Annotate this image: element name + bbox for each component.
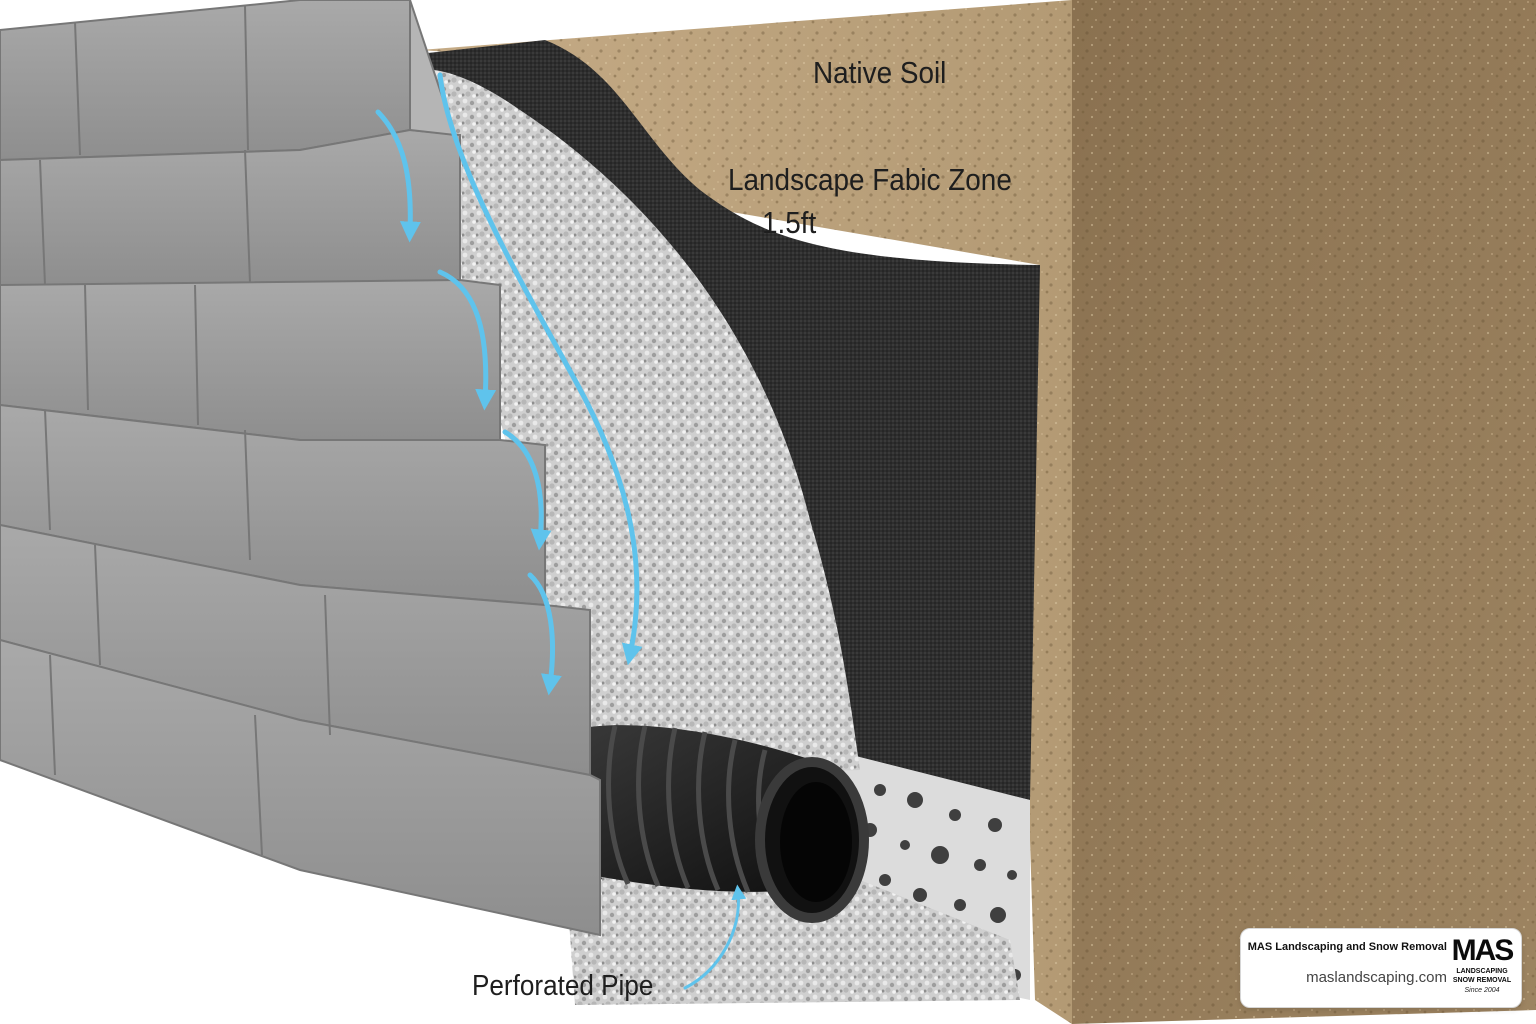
water-flow-arrow-icon	[437, 269, 497, 411]
native-soil-label: Native Soil	[813, 55, 947, 90]
logo-since: Since 2004	[1464, 987, 1500, 994]
block-wall	[0, 0, 601, 937]
brand-card[interactable]: MAS Landscaping and Snow Removal masland…	[1240, 928, 1522, 1008]
water-flow-arrow-icon	[437, 72, 643, 666]
pipe-pointer-arrow-icon	[683, 884, 747, 990]
brand-name: MAS Landscaping and Snow Removal	[1247, 941, 1447, 953]
fabric-zone-label: Landscape Fabic Zone	[728, 162, 1012, 197]
water-flow-arrow-icon	[527, 572, 562, 696]
logo-mark: MAS	[1451, 934, 1515, 967]
water-flow-arrows	[375, 72, 747, 990]
brand-url-link[interactable]: maslandscaping.com	[1306, 969, 1447, 986]
fabric-depth-label: 1.5ft	[762, 205, 817, 240]
logo-line-1: LANDSCAPING	[1456, 968, 1508, 975]
perforated-pipe-label: Perforated Pipe	[472, 970, 654, 1002]
perforated-pipe	[560, 725, 869, 923]
water-flow-arrow-icon	[375, 109, 421, 243]
native-soil-block	[420, 0, 1536, 1024]
water-flow-arrow-icon	[502, 429, 552, 551]
gravel-backfill	[398, 68, 1020, 1005]
brand-logo: MAS LANDSCAPING SNOW REMOVAL Since 2004	[1451, 934, 1515, 1001]
logo-line-2: SNOW REMOVAL	[1452, 977, 1512, 984]
